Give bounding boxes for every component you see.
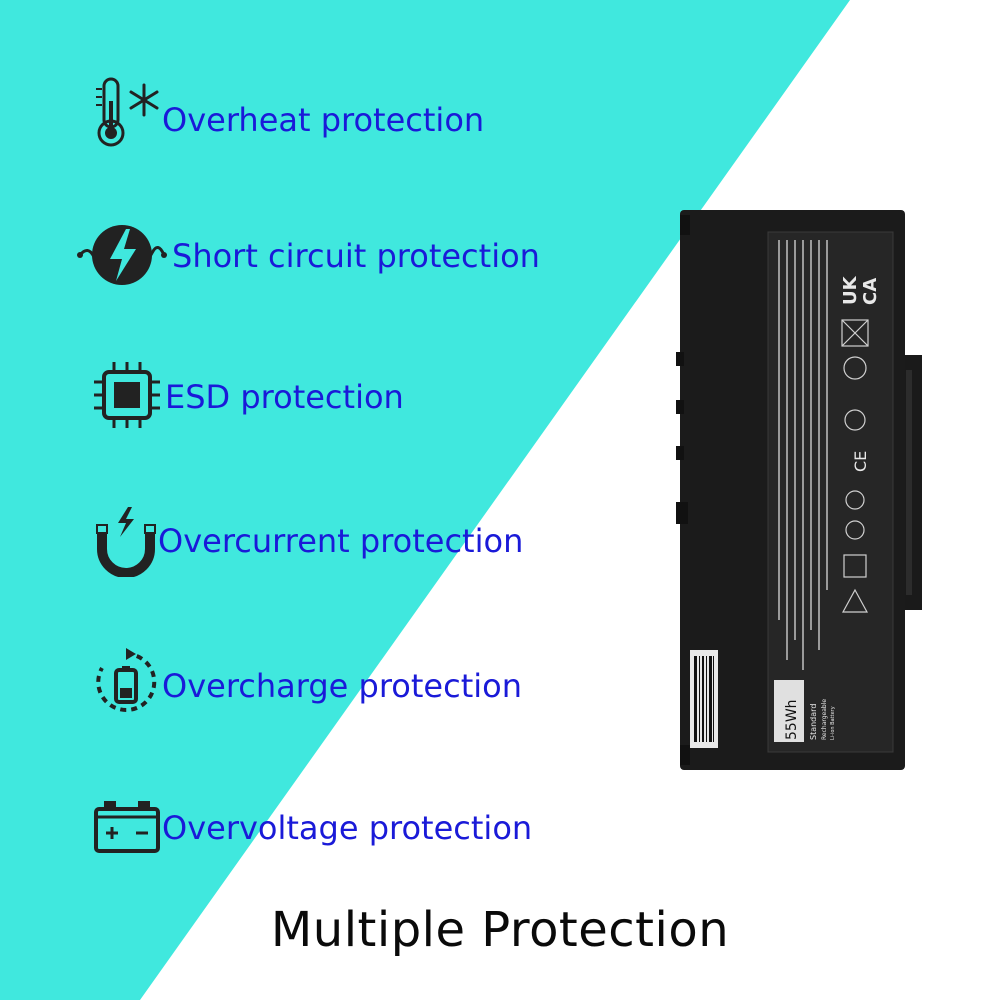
battery-type-line: Standard	[809, 704, 818, 740]
feature-overcharge: Overcharge protection	[0, 648, 700, 738]
feature-label: Overcharge protection	[162, 667, 522, 705]
chip-icon	[92, 360, 162, 436]
headline: Multiple Protection	[270, 902, 730, 958]
feature-label: Overcurrent protection	[158, 522, 524, 560]
car-battery-icon	[92, 795, 162, 861]
feature-label: Overvoltage protection	[162, 809, 533, 847]
lightning-globe-icon	[76, 215, 168, 299]
battery-product-image: 55Wh Standard Rechargeable Li-ion Batter…	[676, 210, 922, 770]
feature-esd: ESD protection	[0, 360, 700, 450]
battery-cycle-icon	[94, 648, 158, 724]
battery-warning-text-lines	[778, 240, 828, 670]
thermometer-snowflake-icon	[92, 75, 162, 159]
battery-type-line: Li-ion Battery	[830, 706, 836, 740]
feature-label: Overheat protection	[162, 101, 485, 139]
feature-label: Short circuit protection	[172, 237, 540, 275]
battery-capacity: 55Wh	[784, 699, 800, 740]
battery-mark-ca: CA	[860, 278, 881, 305]
battery-certification-symbols	[841, 319, 869, 613]
feature-overheat: Overheat protection	[0, 75, 700, 165]
battery-mark-ce: CE	[851, 451, 870, 472]
feature-overcurrent: Overcurrent protection	[0, 505, 700, 595]
magnet-lightning-icon	[96, 505, 156, 581]
feature-short-circuit: Short circuit protection	[0, 215, 700, 305]
feature-label: ESD protection	[165, 378, 404, 416]
feature-overvoltage: Overvoltage protection	[0, 795, 700, 885]
battery-mark-uk: UK	[840, 275, 861, 305]
battery-type-line: Rechargeable	[821, 699, 828, 740]
